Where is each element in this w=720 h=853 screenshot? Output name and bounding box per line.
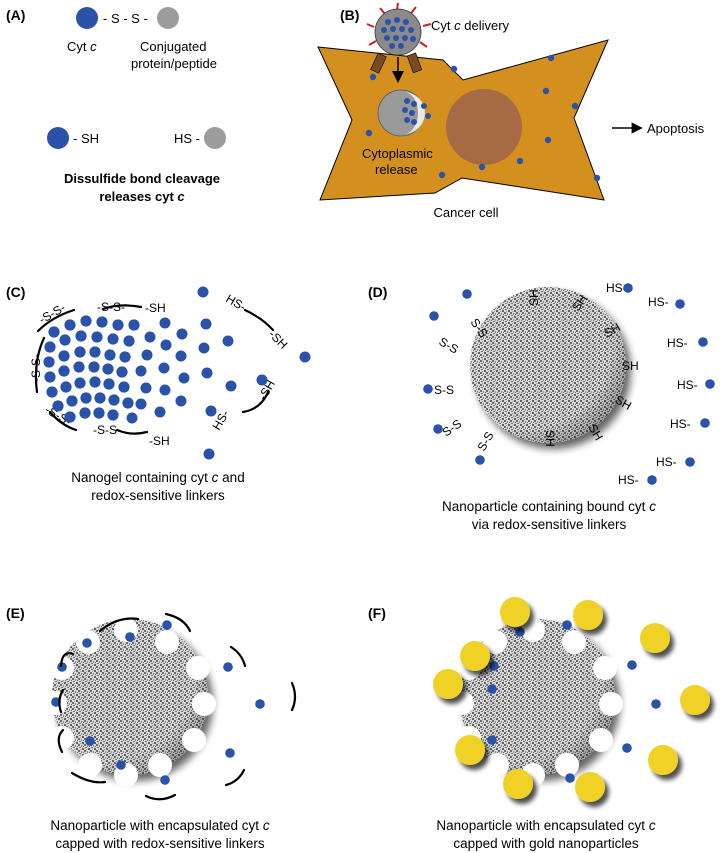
panel-b: (B) Cyt c delivery bbox=[317, 2, 705, 220]
panel-b-letter: (B) bbox=[340, 7, 359, 23]
d-ss-5: S-S bbox=[474, 429, 496, 453]
d-ss-4: S-S bbox=[440, 417, 464, 440]
d-ss-2: S-S bbox=[437, 334, 461, 356]
nanoparticle-e bbox=[52, 619, 208, 775]
panel-c-letter: (C) bbox=[6, 284, 25, 300]
free-conjugate-dot bbox=[204, 127, 226, 149]
cancer-cell-label: Cancer cell bbox=[433, 205, 498, 220]
d-sh-7: SH bbox=[543, 430, 557, 447]
hs-label: HS - bbox=[174, 131, 200, 146]
panel-c-caption-2: redox-sensitive linkers bbox=[91, 488, 225, 503]
panel-f-caption-2: capped with gold nanoparticles bbox=[453, 836, 639, 851]
nanoparticle-f bbox=[459, 619, 615, 775]
sh-label: - SH bbox=[73, 131, 99, 146]
d-hs-2: HS- bbox=[648, 295, 669, 309]
panel-c-caption-1: Nanogel containing cyt c and bbox=[71, 470, 244, 485]
nanogel-cyt-dots bbox=[43, 286, 311, 460]
conjugate-dot bbox=[157, 7, 179, 29]
cyt-delivery-label: Cyt c delivery bbox=[431, 18, 510, 33]
panel-e-letter: (E) bbox=[6, 605, 25, 621]
e-encapsulated-cyt bbox=[51, 632, 170, 785]
d-hs-6: HS- bbox=[656, 455, 677, 469]
endosome bbox=[377, 89, 431, 137]
panel-d: (D) SH SH SH SH SH SH SH S-S S-S S-S S-S… bbox=[368, 281, 715, 532]
cytoplasm-cyt-dots bbox=[365, 54, 601, 182]
ss-label-5: -S-S- bbox=[93, 423, 121, 437]
f-encapsulated-cyt bbox=[487, 620, 575, 783]
receptor-right bbox=[406, 52, 423, 74]
d-hs-7: HS- bbox=[618, 473, 639, 487]
nucleus bbox=[446, 89, 522, 165]
e-released-cyt bbox=[162, 620, 265, 758]
release-label: release bbox=[375, 162, 418, 177]
d-hs-4: HS- bbox=[677, 378, 698, 392]
free-cyt-dot bbox=[47, 127, 69, 149]
panel-f-letter: (F) bbox=[368, 605, 386, 621]
protein-peptide-label: protein/peptide bbox=[131, 56, 217, 71]
sh-label-c1: -SH bbox=[145, 301, 166, 315]
e-pores bbox=[43, 618, 216, 787]
panel-e-caption-1: Nanoparticle with encapsulated cyt c bbox=[50, 818, 269, 833]
nanoparticle-d bbox=[470, 287, 626, 443]
d-hs-1: HS- bbox=[606, 281, 627, 295]
disulfide-bond-label: - S - S - bbox=[103, 11, 148, 26]
delivery-nanoparticle bbox=[366, 2, 432, 56]
panel-a-caption-2: releases cyt c bbox=[99, 189, 185, 204]
panel-f-caption-1: Nanoparticle with encapsulated cyt c bbox=[436, 818, 655, 833]
sh-label-c2: -SH bbox=[149, 434, 170, 448]
cytoplasmic-label: Cytoplasmic bbox=[362, 146, 433, 161]
panel-a: (A) - S - S - Cyt c Conjugated protein/p… bbox=[6, 7, 226, 204]
sh-label-c3: -SH bbox=[266, 327, 291, 352]
cyt-label: Cyt c bbox=[67, 39, 97, 54]
panel-d-letter: (D) bbox=[368, 284, 387, 300]
d-hs-5: HS- bbox=[670, 417, 691, 431]
ss-label-2: -S-S- bbox=[97, 300, 125, 314]
d-sh-4: SH bbox=[622, 359, 639, 373]
d-ss-3: S-S bbox=[434, 383, 454, 397]
panel-a-letter: (A) bbox=[6, 7, 25, 23]
d-hs-3: HS- bbox=[667, 336, 688, 350]
panel-d-caption-2: via redox-sensitive linkers bbox=[472, 517, 627, 532]
panel-f: (F) Nanoparticle with encapsulated cyt c… bbox=[368, 597, 710, 851]
panel-e: (E) bbox=[6, 605, 297, 851]
conjugated-label: Conjugated bbox=[140, 39, 207, 54]
cyt-c-dot bbox=[76, 7, 98, 29]
gold-nanoparticles bbox=[433, 597, 710, 802]
panel-d-caption-1: Nanoparticle containing bound cyt c bbox=[442, 499, 656, 514]
receptor-left bbox=[370, 52, 387, 74]
ss-label-3: -S-S- bbox=[29, 354, 43, 382]
panel-a-caption-1: Dissulfide bond cleavage bbox=[64, 171, 220, 186]
e-caps bbox=[57, 612, 297, 801]
d-sh-1: SH bbox=[527, 289, 541, 306]
f-released-cyt bbox=[622, 660, 661, 753]
ss-label-1: -S-S- bbox=[37, 300, 68, 326]
bound-cyt-dots bbox=[423, 283, 715, 485]
panel-c: (C) -S-S- -S-S- -SH -S-S- -S-S- -S-S- -S… bbox=[6, 284, 311, 503]
panel-e-caption-2: capped with redox-sensitive linkers bbox=[55, 836, 265, 851]
apoptosis-label: Apoptosis bbox=[647, 121, 705, 136]
